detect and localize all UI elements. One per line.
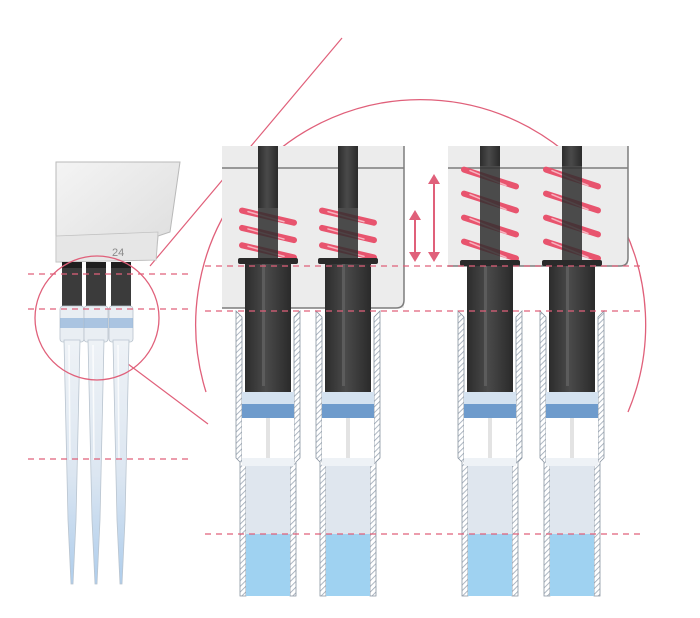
plunger-body [467,266,513,392]
spring-seat [542,260,602,266]
housing-corner [448,257,629,267]
tip-liquid [246,534,290,596]
tip-liquid [326,534,370,596]
plunger-body [325,264,371,392]
tip-seal [60,318,84,328]
tip-highlight [68,344,71,461]
plunger-rod [480,146,500,166]
spring-seat [460,260,520,266]
spring-seat [318,258,378,264]
tip-coupling [62,262,82,310]
seal-band [322,404,374,418]
channel-left-2 [315,146,381,597]
plunger-body [245,264,291,392]
plunger-body [549,266,595,392]
plunger-rod [562,146,582,166]
tip-highlight [92,344,95,461]
seal-band-light [464,392,516,404]
plunger-highlight [484,266,487,386]
tip-body [63,339,81,585]
tip-coupling-ring [86,262,106,268]
pipette-housing-label: 24 [112,247,124,259]
tip-liquid [468,534,512,596]
housing-corner [222,299,405,309]
double-arrow-icon [409,174,440,262]
detail-group-left [222,146,405,597]
tip-shoulder [464,458,516,466]
tip-seal [109,318,133,328]
plunger-rod-core [338,208,358,260]
tip-coupling [86,262,106,310]
plunger-highlight [342,264,345,386]
seal-center-line [570,418,574,458]
plunger-rod-core [480,166,500,262]
zoom-circle [34,255,160,381]
seal-band-light [242,392,294,404]
tip-coupling [111,262,131,310]
tip-seal [84,318,108,328]
plunger-highlight [262,264,265,386]
spring-seat [238,258,298,264]
tip-body [87,339,105,585]
tip-shoulder [322,458,374,466]
pipette-head: 24 [55,161,181,263]
plunger-rod-core [258,208,278,260]
seal-band [464,404,516,418]
seal-band [242,404,294,418]
tip-shoulder [546,458,598,466]
pipette-tip-3 [108,262,134,585]
tip-shoulder [242,458,294,466]
tip-liquid [550,534,594,596]
channel-right-1 [457,146,523,597]
seal-center-line [488,418,492,458]
seal-band-light [322,392,374,404]
plunger-rod [258,146,278,208]
pipette-tip-2 [83,262,109,585]
tip-coupling-ring [62,262,82,268]
plunger-highlight [566,266,569,386]
pipette-housing-edge [55,231,159,263]
pipette-tip-1 [59,262,85,585]
plunger-rod-core [562,166,582,262]
seal-band-light [546,392,598,404]
pipette-tips [59,262,134,585]
detail-group-right [448,146,629,597]
tip-body [112,339,130,585]
seal-center-line [266,418,270,458]
channel-right-2 [539,146,605,597]
guide-lines [28,265,644,535]
magnifier-arc [195,98,647,413]
tip-coupling-ring [111,262,131,268]
detail-view [222,146,629,597]
seal-band [546,404,598,418]
tip-highlight [117,344,120,461]
connector-line-bottom [127,363,209,425]
channel-left-1 [235,146,301,597]
seal-center-line [346,418,350,458]
plunger-rod [338,146,358,208]
